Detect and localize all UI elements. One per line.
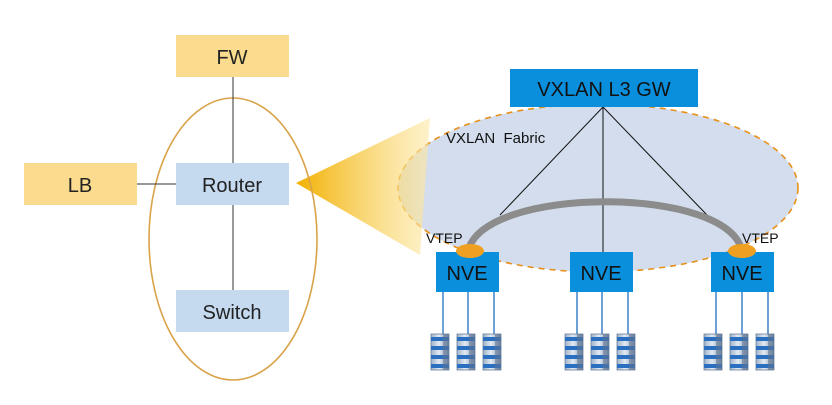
- vxlan-l3-gw-node: VXLAN L3 GW: [510, 69, 698, 107]
- router-node: Router: [176, 163, 289, 205]
- lb-node: LB: [24, 163, 137, 205]
- gateway-label: VXLAN L3 GW: [537, 79, 671, 101]
- router-label: Router: [202, 175, 262, 197]
- server-icon: [755, 333, 775, 371]
- gw-link-left: [499, 106, 604, 216]
- server-icon: [616, 333, 636, 371]
- server-icon: [564, 333, 584, 371]
- server-icon: [456, 333, 476, 371]
- nve-node-right: NVE: [711, 252, 774, 292]
- server-icon: [703, 333, 723, 371]
- fw-node: FW: [176, 35, 289, 77]
- server-group-left: [430, 333, 502, 371]
- server-icon: [482, 333, 502, 371]
- nve-node-center: NVE: [570, 252, 633, 292]
- nve-label: NVE: [580, 263, 621, 285]
- gw-link-right: [602, 106, 708, 216]
- server-icon: [430, 333, 450, 371]
- vtep-dot-right: [728, 244, 756, 258]
- server-icon: [590, 333, 610, 371]
- nve-node-left: NVE: [436, 252, 499, 292]
- switch-label: Switch: [203, 302, 262, 324]
- server-group-right: [703, 333, 775, 371]
- nve-label: NVE: [721, 263, 762, 285]
- server-icon: [729, 333, 749, 371]
- lb-label: LB: [68, 175, 92, 197]
- fw-label: FW: [216, 47, 247, 69]
- vtep-dot-left: [456, 244, 484, 258]
- server-links: [442, 292, 769, 334]
- zoom-beam: [296, 118, 430, 255]
- fabric-label: VXLAN Fabric: [446, 130, 546, 147]
- nve-label: NVE: [446, 263, 487, 285]
- server-group-center: [564, 333, 636, 371]
- switch-node: Switch: [176, 290, 289, 332]
- vtep-right-label: VTEP: [742, 230, 779, 246]
- vtep-left-label: VTEP: [426, 230, 463, 246]
- vxlan-tunnel: [464, 198, 746, 254]
